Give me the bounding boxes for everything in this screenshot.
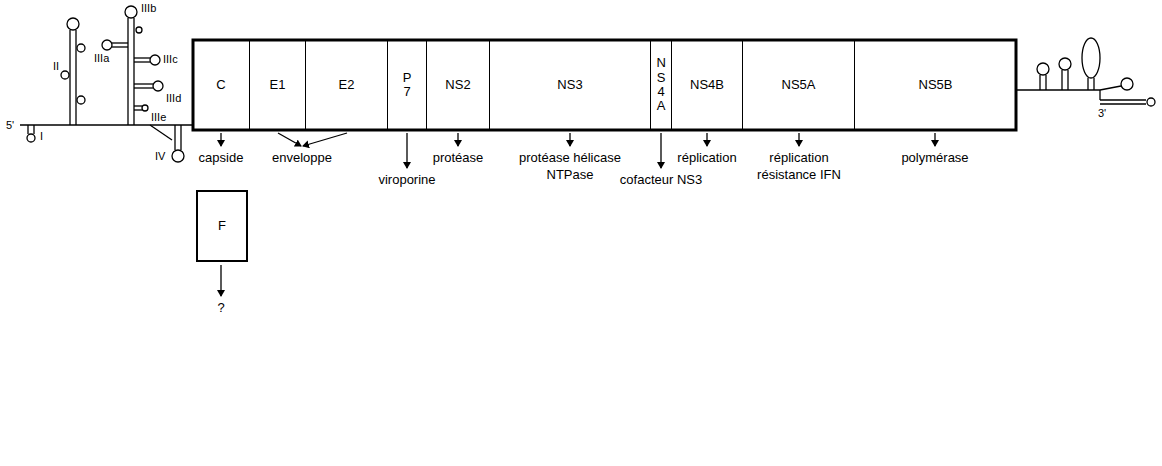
stem-loop-label-holder: IV <box>155 150 165 163</box>
segment-name: NS5A <box>782 77 816 93</box>
utr5-structure <box>20 6 193 162</box>
genome-segment: NS5B <box>855 40 1016 130</box>
function-label-holder: enveloppe <box>247 149 357 166</box>
stem-loop-label-holder: IIIb <box>141 2 156 15</box>
stem-loop-label-holder: II <box>53 60 59 73</box>
segment-name: C <box>216 77 225 93</box>
stem-loop-label-holder: IIIa <box>94 52 109 65</box>
segment-name: NS2 <box>445 77 470 93</box>
segment-name: P7 <box>402 71 411 100</box>
genome-segment: NS3 <box>490 40 651 130</box>
function-label: protéase hélicase NTPase <box>515 149 625 183</box>
end-label: 5' <box>6 119 14 132</box>
segment-name: NS4B <box>690 77 724 93</box>
function-label-holder: protéase hélicase NTPase <box>515 149 625 183</box>
function-label: enveloppe <box>247 149 357 166</box>
stem-loop-label-holder: IIId <box>166 92 181 105</box>
end-label-holder: 3' <box>1098 107 1106 120</box>
function-label: ? <box>166 299 276 316</box>
genome-segment: NS5A <box>743 40 855 130</box>
function-label-holder: réplication résistance IFN <box>744 149 854 183</box>
genome-segment: NS4A <box>651 40 672 130</box>
function-label-holder: viroporine <box>352 171 462 188</box>
genome-frame <box>193 40 1016 130</box>
protein-box: F <box>196 190 248 262</box>
function-label-holder: cofacteur NS3 <box>606 171 716 188</box>
function-arrows <box>221 133 935 296</box>
utr3-structure <box>1016 38 1155 106</box>
segment-name: F <box>218 218 226 234</box>
stem-loop-label: IIIe <box>151 111 166 124</box>
genome-segment: E1 <box>250 40 306 130</box>
genome-segment: NS4B <box>672 40 743 130</box>
stem-loop-label: IIIc <box>163 53 178 66</box>
segment-name: E2 <box>339 77 355 93</box>
function-label-holder: réplication <box>652 149 762 166</box>
function-label: réplication résistance IFN <box>744 149 854 183</box>
segment-name: NS4A <box>656 56 665 113</box>
genome-segment: E2 <box>306 40 388 130</box>
function-label: capside <box>166 149 276 166</box>
end-label: 3' <box>1098 107 1106 120</box>
segment-name: NS3 <box>557 77 582 93</box>
function-label-holder: ? <box>166 299 276 316</box>
segment-name: NS5B <box>919 77 953 93</box>
genome-segment: C <box>193 40 250 130</box>
function-label-holder: protéase <box>403 149 513 166</box>
segment-name: E1 <box>270 77 286 93</box>
stem-loop-label-holder: I <box>40 130 43 143</box>
stem-loop-label-holder: IIIe <box>151 111 166 124</box>
stem-loop-label: IIId <box>166 92 181 105</box>
genome-segment: P7 <box>388 40 427 130</box>
function-label-holder: polymérase <box>880 149 990 166</box>
function-label: réplication <box>652 149 762 166</box>
stem-loop-label: IIIb <box>141 2 156 15</box>
function-label-holder: capside <box>166 149 276 166</box>
end-label-holder: 5' <box>6 119 14 132</box>
stem-loop-label: IV <box>155 150 165 163</box>
function-label: cofacteur NS3 <box>606 171 716 188</box>
function-label: protéase <box>403 149 513 166</box>
stem-loop-label: IIIa <box>94 52 109 65</box>
genome-segment: NS2 <box>427 40 490 130</box>
stem-loop-label: II <box>53 60 59 73</box>
stem-loop-label-holder: IIIc <box>163 53 178 66</box>
stem-loop-label: I <box>40 130 43 143</box>
function-label: polymérase <box>880 149 990 166</box>
function-label: viroporine <box>352 171 462 188</box>
